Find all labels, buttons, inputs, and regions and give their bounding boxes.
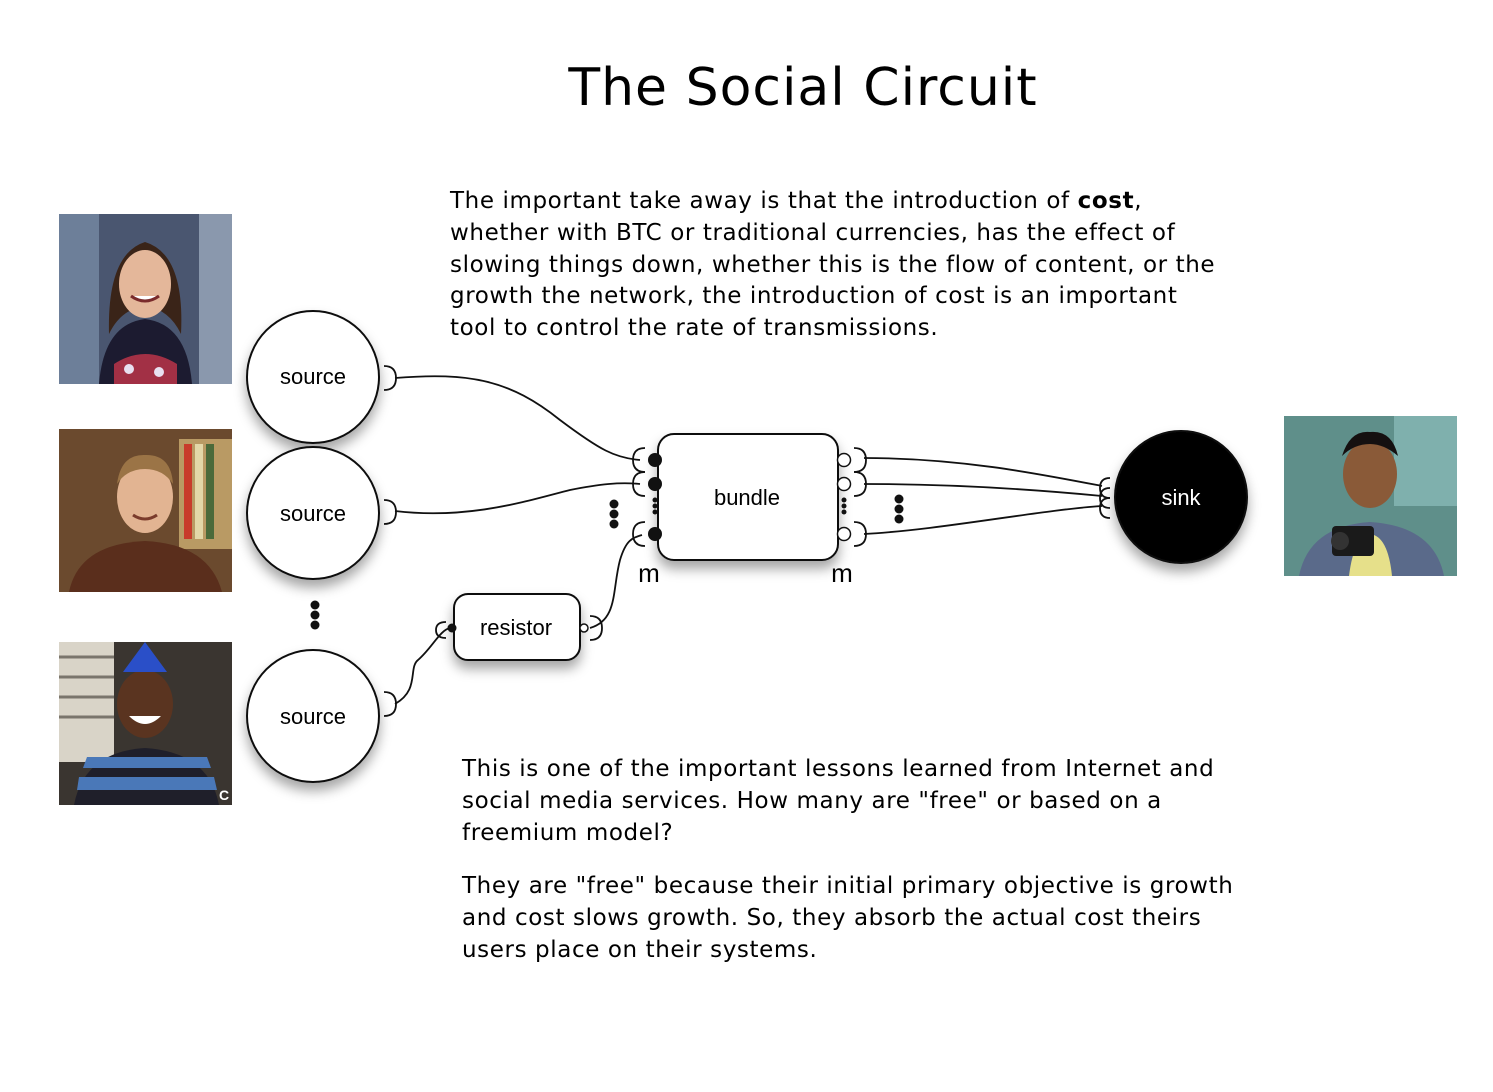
source-label-2: source [280, 501, 346, 526]
bundle-output-ports [836, 447, 867, 547]
portrait-photo-1 [59, 214, 232, 384]
edge-bundle-sink-3 [863, 505, 1103, 535]
paragraph-top-bold: cost [1077, 188, 1135, 214]
resistor-label: resistor [480, 615, 552, 640]
source-node-3: source [246, 649, 397, 783]
portrait-photo-4 [1284, 416, 1457, 576]
bundle-right-multiplicity: m [831, 558, 853, 588]
bundle-left-multiplicity: m [638, 558, 660, 588]
edge-source1-bundle [394, 375, 641, 461]
svg-text:C: C [219, 787, 229, 803]
source-node-2: source [246, 446, 397, 580]
edge-bundle-sink-1 [863, 457, 1103, 487]
slide-title: The Social Circuit [568, 58, 1038, 118]
bundle-input-ports [632, 447, 662, 547]
resistor-node: resistor [435, 593, 603, 661]
edge-source2-bundle [394, 482, 641, 515]
paragraph-top-prefix: The important take away is that the intr… [450, 188, 1078, 214]
bundle-node: bundle m m [632, 433, 867, 588]
edge-bundle-sink-2 [863, 483, 1103, 497]
bundle-left-ellipsis-dots [609, 499, 619, 529]
edge-resistor-bundle [589, 534, 643, 629]
bundle-label: bundle [714, 485, 780, 510]
source-node-1: source [246, 310, 397, 444]
sink-node: sink [1099, 430, 1248, 564]
paragraph-top-suffix: , whether with BTC or traditional curren… [450, 188, 1216, 342]
portrait-photo-2 [59, 429, 232, 592]
portrait-photo-3: C [59, 642, 232, 805]
paragraph-free-services: They are "free" because their initial pr… [462, 873, 1234, 963]
source-label-1: source [280, 364, 346, 389]
bundle-right-ellipsis-dots [894, 494, 904, 524]
sources-ellipsis-dots [310, 600, 320, 630]
sink-label: sink [1161, 485, 1201, 510]
source-label-3: source [280, 704, 346, 729]
paragraph-cost-takeaway: The important take away is that the intr… [450, 186, 1230, 345]
paragraph-lessons: This is one of the important lessons lea… [462, 756, 1215, 846]
edge-source3-resistor [394, 627, 451, 705]
